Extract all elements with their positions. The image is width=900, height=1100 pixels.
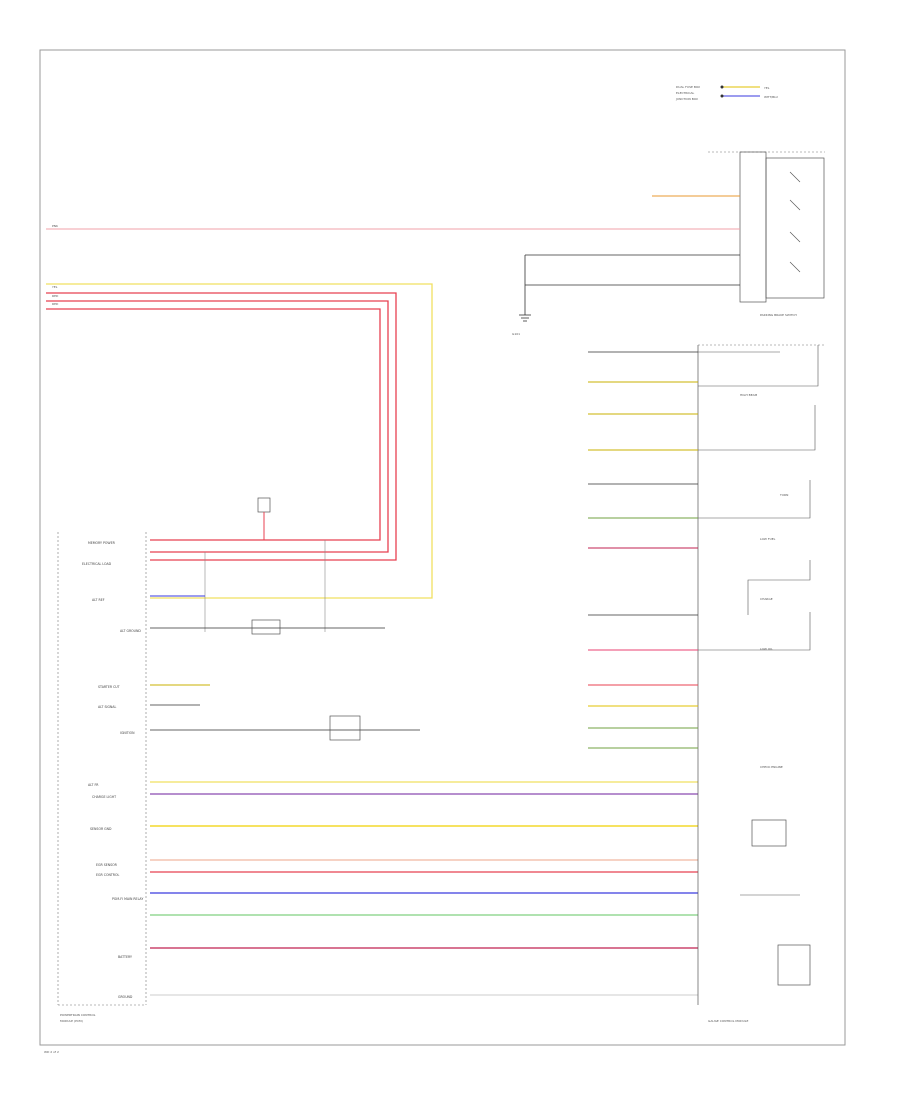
module-label: MODULE (PCM) <box>60 1019 83 1023</box>
fuse-box-label-1: DUAL FUSE BOX <box>676 85 700 89</box>
indicator-label: HIGH BEAM <box>740 393 758 397</box>
legend-text: WHT/BLU <box>764 95 778 99</box>
indicator-label: CHARGE <box>760 597 773 601</box>
pin-label: EGR CONTROL <box>96 873 120 877</box>
wire-red-loop-3 <box>46 308 381 541</box>
ground-label: G101 <box>512 332 520 336</box>
indicator-box <box>777 944 811 986</box>
junction-connector <box>257 497 271 540</box>
pin-label: BATTERY <box>118 955 132 959</box>
relay-symbol <box>251 619 281 635</box>
switch-circuit <box>698 612 811 651</box>
pin-label: MEMORY POWER <box>88 541 116 545</box>
right-module-label: GAUGE CONTROL MODULE <box>708 1019 748 1023</box>
wire-label: RED <box>52 302 59 306</box>
fuse-box-legend: DUAL FUSE BOX ELECTRICAL JUNCTION BOX YE… <box>675 85 778 101</box>
gauge-module: GAUGE CONTROL MODULE HIGH BEAM TURN LOW … <box>697 344 825 1023</box>
pin-label: PGM-FI MAIN RELAY <box>112 897 143 901</box>
indicator-label: LOW FUEL <box>760 537 776 541</box>
wire-label: PNK <box>52 224 59 228</box>
indicator-label: CHECK ENGINE <box>760 765 783 769</box>
relay-box: PARKING BRAKE SWITCH <box>708 151 825 317</box>
indicator-label: LOW OIL <box>760 647 773 651</box>
pin-label: ALT REF <box>92 598 105 602</box>
pcm-module: POWERTRAIN CONTROL MODULE (PCM) MEMORY P… <box>57 532 147 1023</box>
pin-label: ELECTRICAL LOAD <box>82 562 112 566</box>
wire-red-loop-2 <box>46 300 389 553</box>
ground-symbol <box>519 314 531 322</box>
wire-label: YEL <box>52 285 58 289</box>
wire-yellow-loop <box>46 283 433 599</box>
fuse-box-label-3: JUNCTION BOX <box>675 97 698 101</box>
pin-label: IGNITION <box>120 731 135 735</box>
footer-code: WD 2 of 2 <box>44 1050 59 1054</box>
legend-terminal <box>720 85 724 89</box>
sensor-box <box>329 715 361 741</box>
module-label: POWERTRAIN CONTROL <box>60 1013 96 1017</box>
switch-circuit <box>698 345 819 387</box>
switch-circuit <box>747 560 811 615</box>
legend-terminal <box>720 94 724 98</box>
pin-label: EGR SENSOR <box>96 863 118 867</box>
pin-label: SENSOR GND <box>90 827 112 831</box>
diagram-frame <box>39 49 846 1046</box>
wire-label: RED <box>52 294 59 298</box>
pin-label: ALT SIGNAL <box>98 705 116 709</box>
pin-label: GROUND <box>118 995 133 999</box>
switch-circuit <box>698 480 811 519</box>
fuse-box-label-2: ELECTRICAL <box>676 91 695 95</box>
pin-label: ALT GROUND <box>120 629 141 633</box>
gauge-box <box>751 819 787 847</box>
switch-circuit <box>698 405 816 451</box>
legend-text: YEL <box>764 86 770 90</box>
pin-label: STARTER CUT <box>98 685 120 689</box>
pin-label: ALT FR <box>88 783 99 787</box>
indicator-label: TURN <box>779 493 788 497</box>
wire-red-loop-1 <box>46 292 397 561</box>
switch-label: PARKING BRAKE SWITCH <box>760 313 797 317</box>
pin-label: CHARGE LIGHT <box>92 795 116 799</box>
